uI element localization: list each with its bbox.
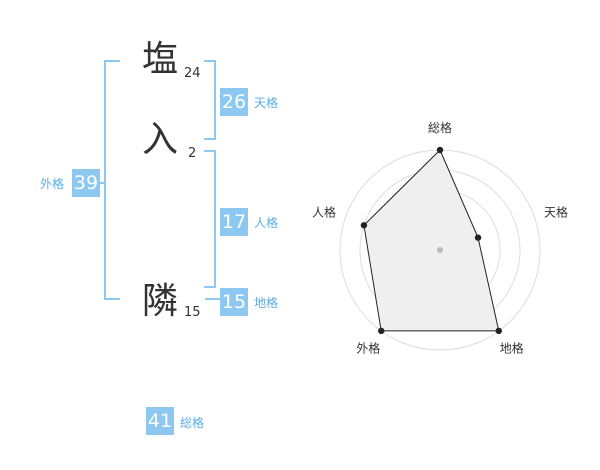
jinkaku-badge: 17 — [220, 208, 248, 236]
jinkaku-bracket-vertical — [214, 150, 216, 288]
gaikaku-badge: 39 — [72, 169, 100, 197]
radar-axis-label: 人格 — [312, 204, 336, 219]
radar-axis-label: 天格 — [544, 204, 568, 219]
jinkaku-bracket-top — [204, 150, 216, 152]
radar-data-polygon — [363, 149, 500, 332]
radar-point-3 — [495, 327, 502, 335]
name-char-2-strokes: 2 — [188, 146, 197, 161]
jinkaku-label: 人格 — [254, 216, 279, 230]
tenkaku-bracket-vertical — [214, 60, 216, 140]
radar-axis-label: 総格 — [428, 120, 452, 135]
name-char-3-strokes: 15 — [184, 305, 201, 320]
jinkaku-bracket-bottom — [204, 286, 216, 288]
name-char-1-strokes: 24 — [184, 66, 201, 81]
radar-point-2 — [474, 234, 482, 241]
tenkaku-bracket-top — [204, 60, 216, 62]
chikaku-label: 地格 — [254, 296, 279, 310]
radar-point-1 — [436, 146, 444, 154]
chikaku-badge: 15 — [220, 288, 248, 316]
gaikaku-label: 外格 — [40, 177, 65, 191]
name-char-3: 隣 — [142, 281, 179, 322]
name-char-2: 入 — [142, 119, 179, 160]
radar-center-dot — [437, 247, 443, 253]
chikaku-connector — [205, 298, 220, 300]
outer-bracket-top — [104, 60, 120, 62]
radar-point-5 — [360, 222, 368, 229]
tenkaku-label: 天格 — [254, 96, 279, 110]
name-char-1: 塩 — [142, 39, 179, 80]
tenkaku-badge: 26 — [220, 88, 248, 116]
radar-axis-label: 外格 — [356, 341, 380, 356]
outer-bracket-tick — [98, 182, 106, 184]
soukaku-label: 総格 — [180, 416, 205, 430]
soukaku-badge: 41 — [146, 407, 174, 435]
radar-point-4 — [378, 327, 385, 335]
tenkaku-bracket-bottom — [204, 138, 216, 140]
outer-bracket-vertical — [104, 60, 106, 300]
outer-bracket-bottom — [104, 298, 120, 300]
radar-axis-label: 地格 — [500, 341, 524, 356]
